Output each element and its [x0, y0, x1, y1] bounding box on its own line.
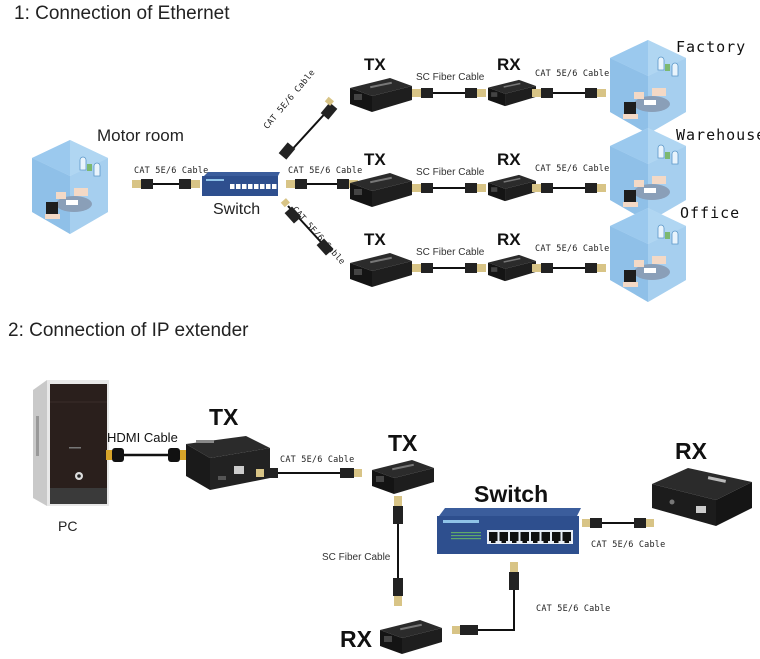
cat-cable-label: CAT 5E/6 Cable [535, 69, 610, 79]
destination-label: Office [680, 204, 741, 222]
sc-fiber-cable-icon [412, 88, 486, 98]
sc-fiber-cable-label: SC Fiber Cable [416, 72, 485, 83]
network-switch-icon [202, 172, 280, 196]
pc-label: PC [58, 518, 78, 534]
building-room-icon [610, 128, 686, 222]
destination-label: Warehouse [676, 126, 760, 144]
network-switch-icon [437, 508, 581, 554]
switch-to-rx-cable-label: CAT 5E/6 Cable [591, 540, 666, 550]
sc-fiber-cable-label: SC Fiber Cable [416, 167, 485, 178]
destination-label: Factory [676, 38, 747, 56]
building-room-icon [610, 40, 686, 134]
cat-cable-icon [532, 263, 606, 273]
tx-main-label: TX [209, 404, 239, 430]
sc-fiber-cable-icon [393, 496, 403, 606]
cat-cable-icon [256, 468, 362, 478]
fiber-receiver-icon [380, 620, 442, 654]
cat-cable-icon [532, 183, 606, 193]
switch-label: Switch [213, 201, 261, 218]
tx-label: TX [364, 230, 386, 249]
hdmi-cable-label: HDMI Cable [107, 430, 178, 445]
rx-to-switch-cable-label: CAT 5E/6 Cable [536, 604, 611, 614]
building-room-icon [610, 208, 686, 302]
pc-tower-icon [33, 380, 109, 506]
rx-label: RX [497, 55, 521, 74]
cat-cable-diagonal-icon [280, 198, 334, 256]
motor-room-label: Motor room [97, 126, 184, 145]
fiber-transmitter-icon [350, 173, 412, 207]
motor-room-icon [32, 140, 108, 234]
tx-fiber-label: TX [388, 430, 418, 456]
fiber-receiver-icon [488, 254, 536, 282]
switch-mid-cable-label: CAT 5E/6 Cable [288, 166, 363, 176]
cat-cable-icon [532, 88, 606, 98]
fiber-transmitter-icon [350, 253, 412, 287]
hdmi-ip-receiver-icon [652, 468, 752, 526]
tx-label: TX [364, 55, 386, 74]
section-2-title: 2: Connection of IP extender [8, 320, 249, 341]
fiber-receiver-icon [488, 174, 536, 202]
cat-cable-icon [452, 562, 519, 635]
room-to-switch-cable-label: CAT 5E/6 Cable [134, 166, 209, 176]
sc-fiber-cable-label: SC Fiber Cable [416, 247, 485, 258]
fiber-transmitter-icon [372, 460, 434, 494]
rx-main-label: RX [675, 438, 707, 464]
rx-fiber-label: RX [340, 626, 372, 652]
sc-fiber-cable-icon [412, 263, 486, 273]
cat-cable-icon [582, 518, 654, 528]
switch-2-label: Switch [474, 481, 549, 507]
fiber-receiver-icon [488, 79, 536, 107]
section-1-title: 1: Connection of Ethernet [14, 3, 230, 24]
hdmi-ip-transmitter-icon [186, 436, 270, 490]
cat-cable-icon [286, 179, 358, 189]
cat-cable-label: CAT 5E/6 Cable [535, 244, 610, 254]
rx-label: RX [497, 150, 521, 169]
cat-cable-label: CAT 5E/6 Cable [535, 164, 610, 174]
fiber-transmitter-icon [350, 78, 412, 112]
hdmi-cable-icon [106, 448, 186, 462]
rx-label: RX [497, 230, 521, 249]
sc-fiber-cable-icon [412, 183, 486, 193]
cat-cable-icon [132, 179, 200, 189]
tx-label: TX [364, 150, 386, 169]
cat-cable-diagonal-icon [278, 96, 338, 160]
sc-fiber-cable-label: SC Fiber Cable [322, 552, 391, 563]
tx-to-tx-cable-label: CAT 5E/6 Cable [280, 455, 355, 465]
